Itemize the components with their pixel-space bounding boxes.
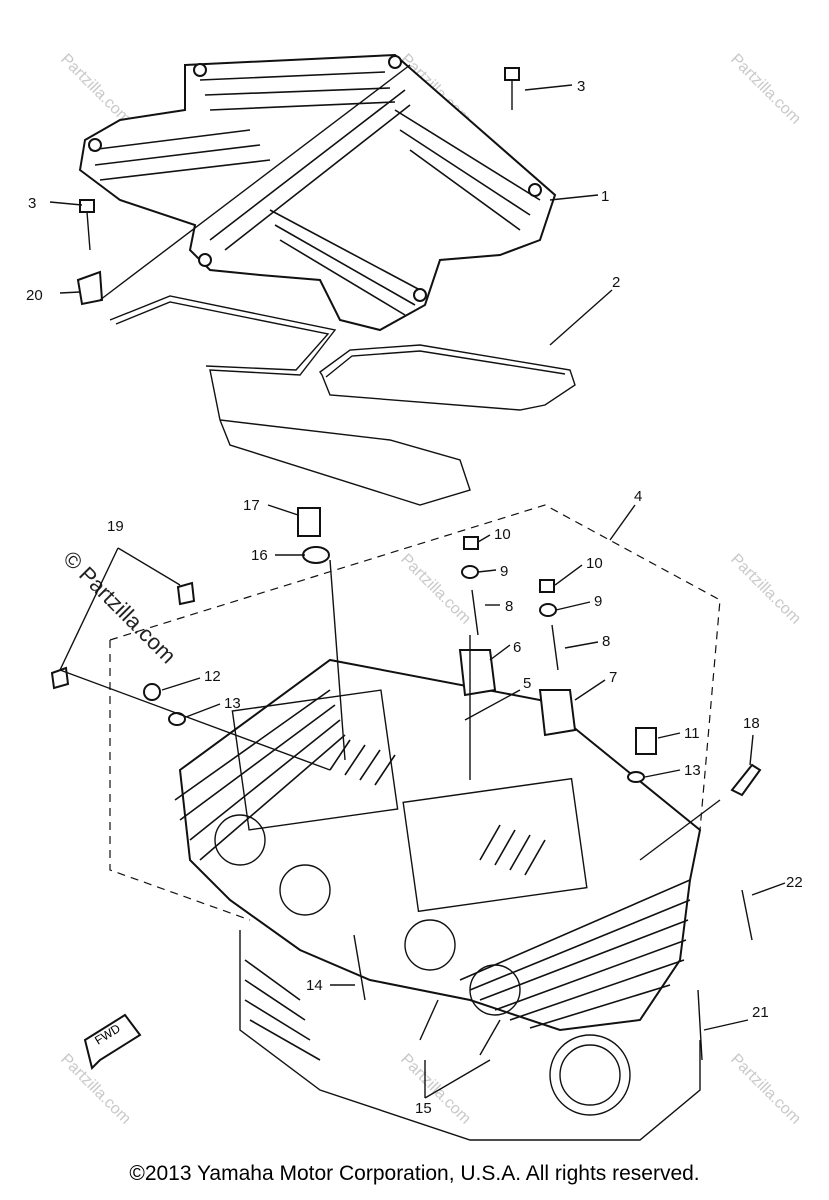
callout-3-right: 3 [577, 78, 585, 95]
callout-4: 4 [634, 488, 642, 505]
bolt-part-3-left [79, 199, 95, 251]
callout-9-right: 9 [594, 593, 602, 610]
cylinder-block [239, 930, 701, 1141]
callout-8-left: 8 [505, 598, 513, 615]
cylinder-head [174, 658, 702, 1032]
bolt-part-3-right [504, 67, 520, 110]
partzilla-watermark: © Partzilla.com [58, 546, 181, 669]
callout-16: 16 [251, 547, 268, 564]
callout-15: 15 [415, 1100, 432, 1117]
callout-12: 12 [204, 668, 221, 685]
callout-21: 21 [752, 1004, 769, 1021]
callout-8-right: 8 [602, 633, 610, 650]
callout-9-left: 9 [500, 563, 508, 580]
callout-17: 17 [243, 497, 260, 514]
head-assembly-outline [109, 504, 721, 921]
callout-1: 1 [601, 188, 609, 205]
callout-2: 2 [612, 274, 620, 291]
callout-13-right: 13 [684, 762, 701, 779]
callout-22: 22 [786, 874, 803, 891]
callout-20: 20 [26, 287, 43, 304]
watermark: Partzilla.com [397, 1051, 474, 1128]
copyright-notice: ©2013 Yamaha Motor Corporation, U.S.A. A… [129, 1162, 700, 1185]
cylinder-head-cover [78, 53, 557, 332]
watermark: Partzilla.com [727, 1051, 804, 1128]
watermark: Partzilla.com [727, 551, 804, 628]
callout-labels: 3 1 2 3 20 4 19 17 16 10 9 8 10 9 8 6 5 … [26, 78, 803, 1117]
callout-14: 14 [306, 977, 323, 994]
callout-10-right: 10 [586, 555, 603, 572]
callout-5: 5 [523, 675, 531, 692]
watermark: Partzilla.com [397, 551, 474, 628]
callout-6: 6 [513, 639, 521, 656]
callout-3-left: 3 [28, 195, 36, 212]
callout-11: 11 [684, 725, 700, 742]
callout-19: 19 [107, 518, 124, 535]
small-parts [50, 507, 762, 1061]
callout-7: 7 [609, 669, 617, 686]
watermark: Partzilla.com [727, 51, 804, 128]
clamp-part-20 [76, 270, 104, 306]
callout-13-left: 13 [224, 695, 241, 712]
watermark: Partzilla.com [57, 51, 134, 128]
callout-10-left: 10 [494, 526, 511, 543]
callout-18: 18 [743, 715, 760, 732]
leader-lines [49, 64, 786, 1099]
head-cover-gasket [109, 295, 576, 506]
forward-arrow-icon: FWD [83, 1013, 142, 1070]
